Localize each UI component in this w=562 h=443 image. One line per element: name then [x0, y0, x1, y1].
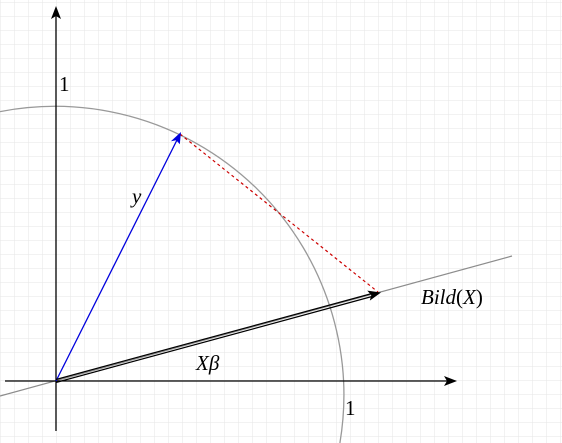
projection-label-matrix: X	[195, 351, 210, 375]
y-vector-arrowhead	[170, 132, 181, 145]
image-label: Bild(X)	[421, 285, 483, 309]
image-label-open-paren: (	[456, 285, 463, 309]
y-axis-arrowhead	[51, 6, 61, 19]
projection-label-beta: β	[208, 351, 220, 375]
projection-label: Xβ	[195, 351, 220, 375]
projection-vector	[55, 292, 373, 381]
y-axis-tick-label: 1	[59, 72, 70, 96]
y-vector-label: y	[130, 184, 142, 208]
image-label-arg: X	[462, 285, 477, 309]
projection-vector-second-stroke	[55, 295, 373, 384]
y-vector	[55, 139, 178, 382]
x-axis-arrowhead	[444, 376, 457, 386]
image-label-close-paren: )	[476, 285, 483, 309]
unit-circle-arc	[0, 105, 345, 443]
image-line	[0, 255, 513, 397]
x-axis-tick-label: 1	[345, 396, 356, 420]
projection-vector-arrowhead	[367, 290, 381, 301]
residual-line	[179, 133, 379, 293]
image-label-name: Bild	[421, 285, 456, 309]
